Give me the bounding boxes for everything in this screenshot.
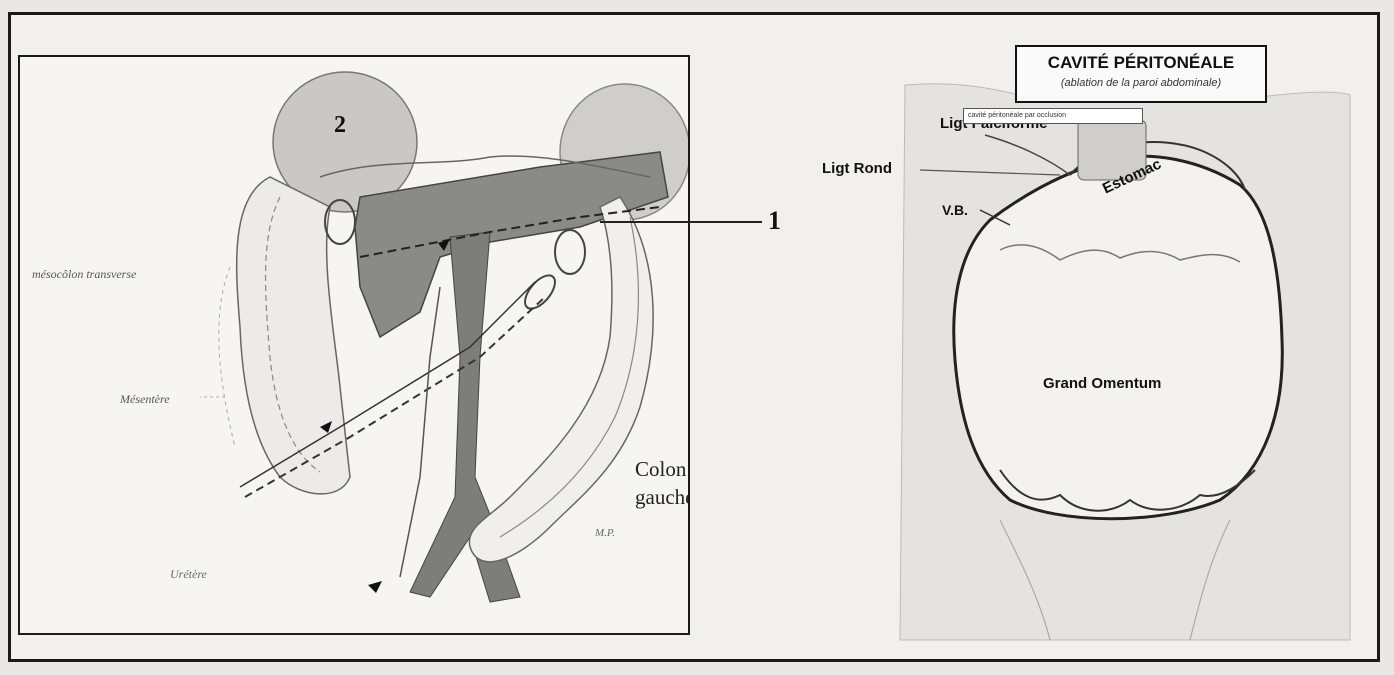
title-cavite-peritoneale: CAVITÉ PÉRITONÉALE — [1017, 53, 1265, 73]
label-grand-omentum: Grand Omentum — [1043, 375, 1161, 392]
tooltip-box: cavité péritonéale par occlusion — [963, 108, 1143, 124]
label-ligt-rond: Ligt Rond — [822, 160, 892, 177]
title-box: CAVITÉ PÉRITONÉALE (ablation de la paroi… — [1015, 45, 1267, 103]
label-vb: V.B. — [942, 202, 968, 218]
subtitle-ablation: (ablation de la paroi abdominale) — [1017, 77, 1265, 89]
